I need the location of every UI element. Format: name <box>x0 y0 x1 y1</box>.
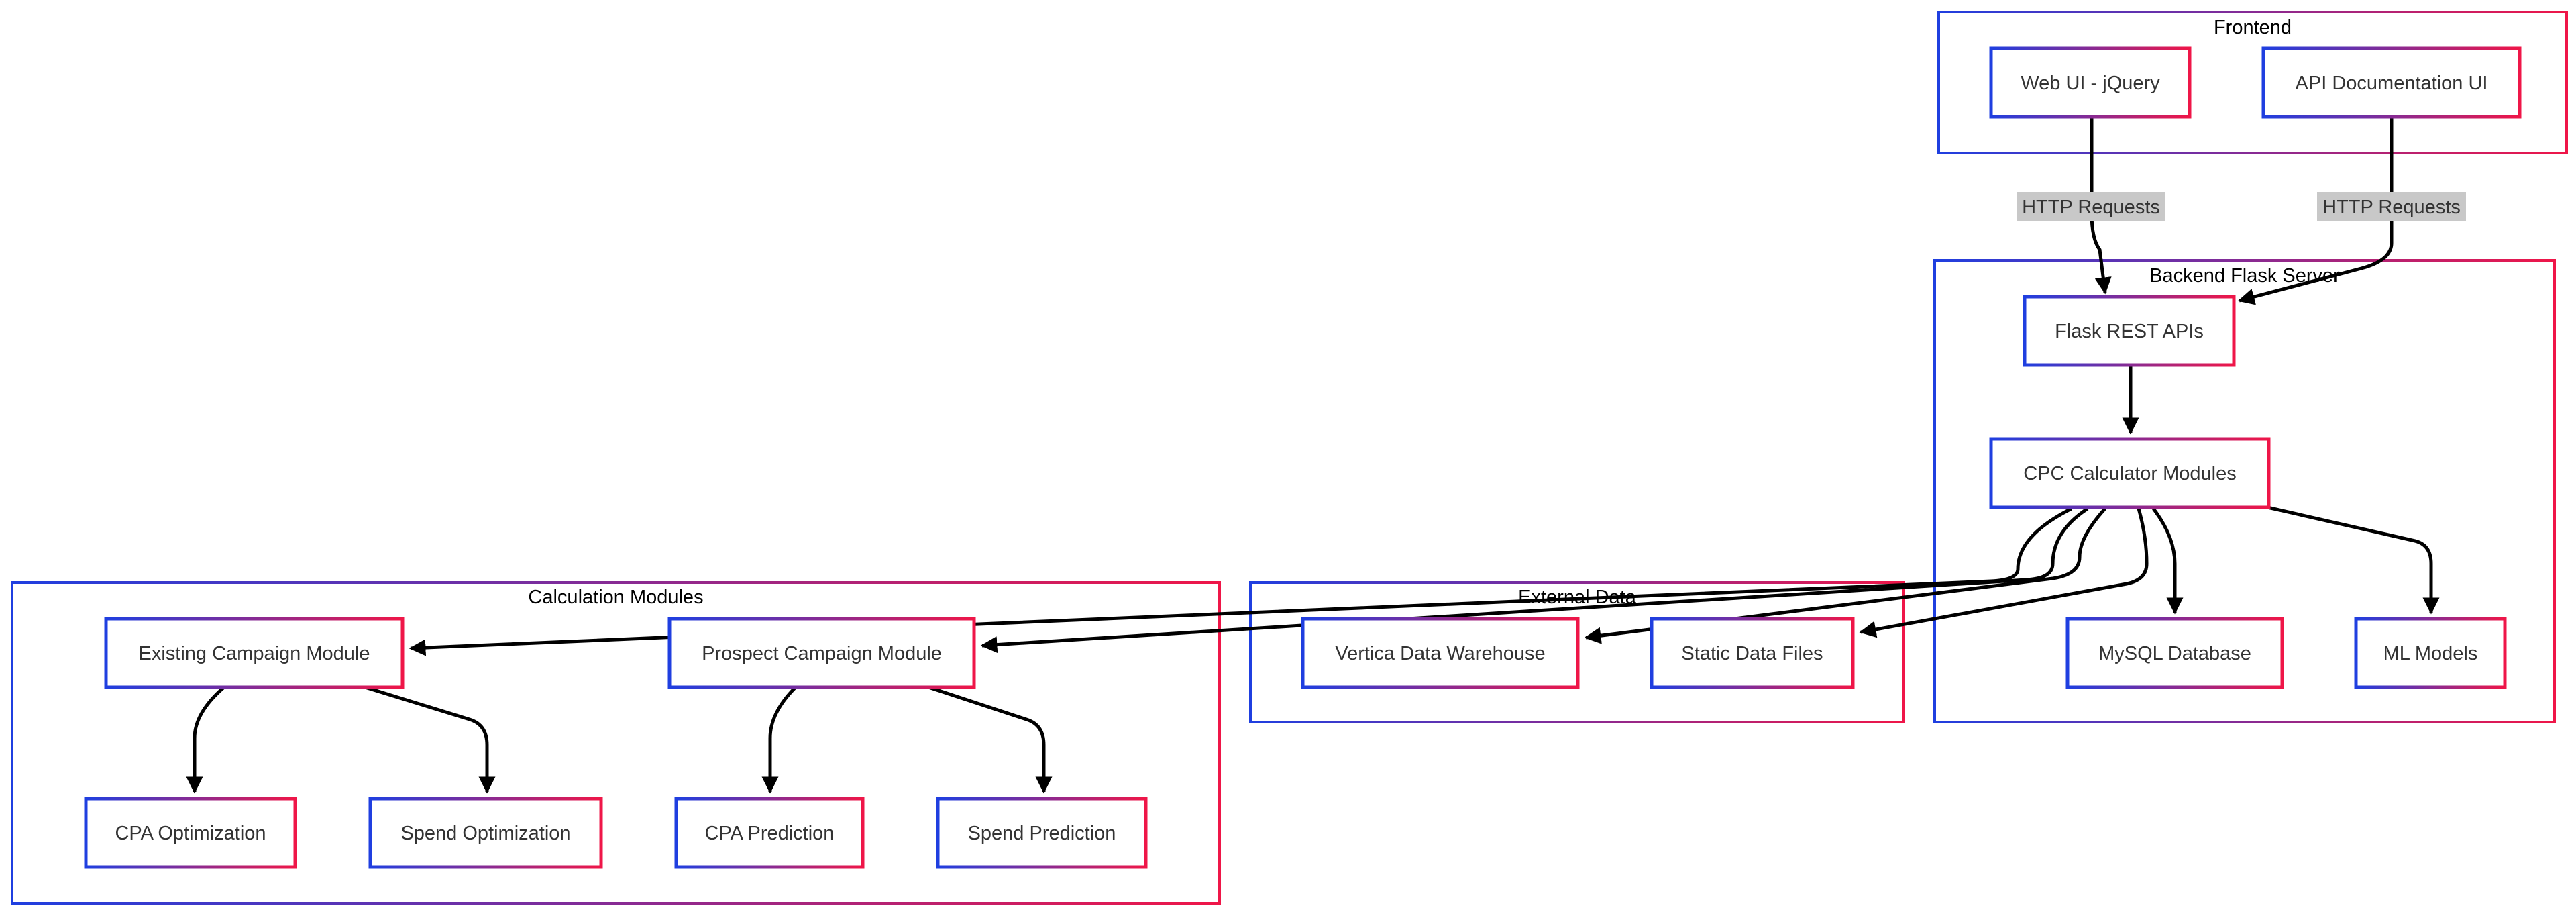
edge-label-web-to-flask-text: HTTP Requests <box>2022 197 2160 218</box>
node-ml-models[interactable]: ML Models <box>2354 617 2507 689</box>
edge-cpc-to-static-files <box>1859 508 2149 638</box>
group-frontend-title: Frontend <box>2214 17 2292 38</box>
edge-label-web-to-flask: HTTP Requests <box>2017 192 2165 221</box>
edge-api-docs-to-flask <box>2237 117 2394 305</box>
node-spend-optimization[interactable]: Spend Optimization <box>368 797 603 869</box>
node-mysql-database[interactable]: MySQL Database <box>2065 617 2284 689</box>
node-api-documentation-ui[interactable]: API Documentation UI <box>2261 46 2522 119</box>
group-calculation-modules-title: Calculation Modules <box>528 587 703 608</box>
node-existing-campaign-module-label: Existing Campaign Module <box>139 643 370 664</box>
node-static-data-files-label: Static Data Files <box>1681 643 1823 664</box>
group-calculation-modules: Calculation Modules <box>11 581 1221 905</box>
edge-label-docs-to-flask: HTTP Requests <box>2317 192 2466 221</box>
node-cpc-calculator-modules[interactable]: CPC Calculator Modules <box>1989 437 2271 509</box>
edge-cpc-to-prospect <box>980 507 2089 654</box>
edge-label-docs-to-flask-text: HTTP Requests <box>2322 197 2461 218</box>
node-existing-campaign-module[interactable]: Existing Campaign Module <box>104 617 405 689</box>
node-cpa-optimization[interactable]: CPA Optimization <box>84 797 297 869</box>
node-cpa-prediction[interactable]: CPA Prediction <box>674 797 865 869</box>
group-frontend: Frontend <box>1937 11 2568 154</box>
node-spend-prediction-label: Spend Prediction <box>968 823 1116 844</box>
node-spend-prediction[interactable]: Spend Prediction <box>936 797 1148 869</box>
node-prospect-campaign-module[interactable]: Prospect Campaign Module <box>667 617 976 689</box>
node-vertica-data-warehouse[interactable]: Vertica Data Warehouse <box>1301 617 1580 689</box>
edge-cpc-to-vertica <box>1584 507 2106 644</box>
node-web-ui-label: Web UI - jQuery <box>2021 72 2160 94</box>
edge-existing-to-cpa-opt <box>186 686 225 794</box>
node-cpa-optimization-label: CPA Optimization <box>115 823 266 844</box>
edge-existing-to-spend-opt <box>364 685 496 794</box>
node-web-ui[interactable]: Web UI - jQuery <box>1989 46 2192 119</box>
node-static-data-files[interactable]: Static Data Files <box>1650 617 1855 689</box>
node-vertica-data-warehouse-label: Vertica Data Warehouse <box>1335 643 1545 664</box>
edge-cpc-to-ml-models <box>2267 505 2440 615</box>
node-cpc-calculator-modules-label: CPC Calculator Modules <box>2023 463 2237 485</box>
node-prospect-campaign-module-label: Prospect Campaign Module <box>702 643 942 664</box>
edge-cpc-to-mysql <box>2152 507 2184 615</box>
node-flask-rest-apis[interactable]: Flask REST APIs <box>2023 295 2236 367</box>
edge-prospect-to-cpa-pred <box>761 686 797 794</box>
edge-prospect-to-spend-pred <box>928 685 1053 794</box>
node-flask-rest-apis-label: Flask REST APIs <box>2055 321 2204 342</box>
node-cpa-prediction-label: CPA Prediction <box>705 823 835 844</box>
node-api-documentation-ui-label: API Documentation UI <box>2296 72 2488 94</box>
node-ml-models-label: ML Models <box>2383 643 2478 664</box>
edge-cpc-to-existing <box>409 507 2073 656</box>
node-spend-optimization-label: Spend Optimization <box>400 823 570 844</box>
node-mysql-database-label: MySQL Database <box>2098 643 2251 664</box>
